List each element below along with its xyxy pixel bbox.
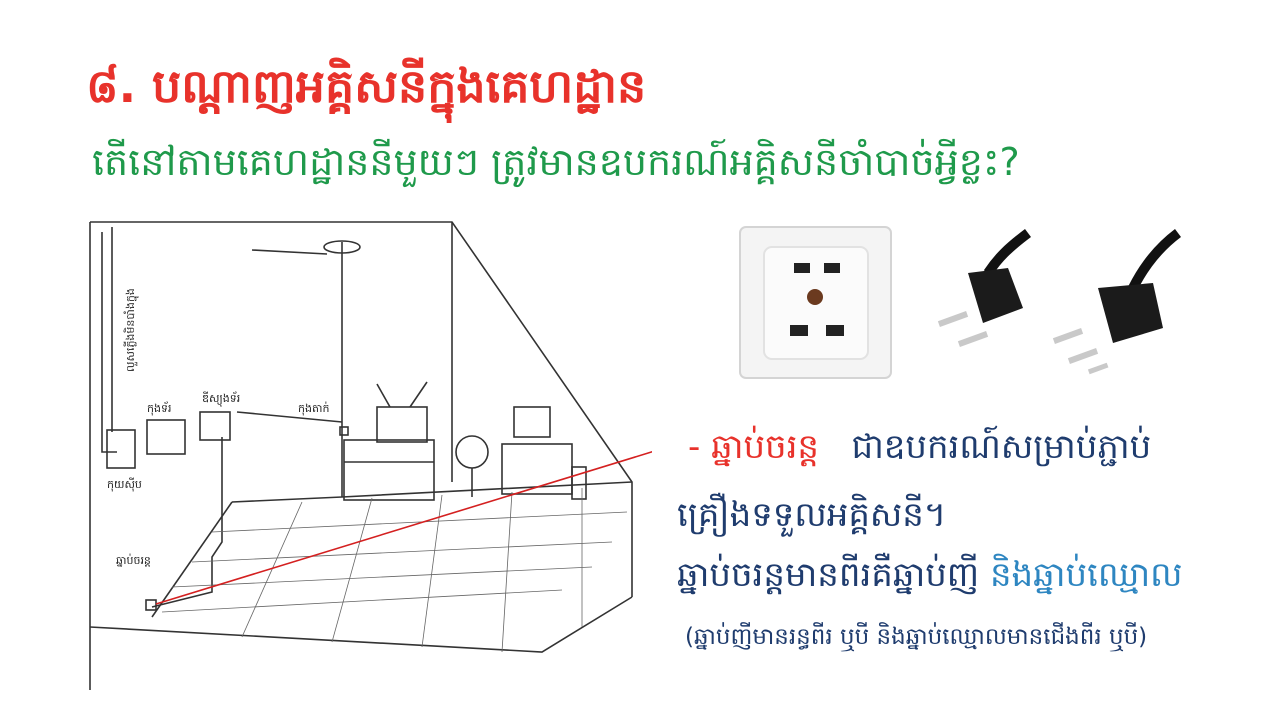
body-line-2: គ្រឿងទទួលអគ្គិសនី។ [677, 495, 947, 535]
label-fuse-box: កុយស៊ីប [107, 477, 142, 492]
term-outlet: ឆ្នាប់ចរន្ត [711, 427, 819, 467]
bullet-dash: - [688, 427, 712, 467]
outlet-pointer-arrow [155, 450, 652, 605]
house-wiring-diagram: លួសភ្លើងមិនបាំងក្នុង កុងទ័រ ឌីស្យុងទ័រ ក… [89, 221, 652, 690]
outlet-types-end: និងឆ្នាប់ឈ្មោល [989, 555, 1183, 595]
lesson-question: តើនៅតាមគេហដ្ឋាននីមួយៗ ត្រូវមានឧបករណ៍អគ្គ… [92, 140, 1020, 184]
label-wall-wire: លួសភ្លើងមិនបាំងក្នុង [123, 288, 139, 372]
body-line-3: ឆ្នាប់ចរន្តមានពីរគឺឆ្នាប់ញី និងឆ្នាប់ឈ្ម… [677, 553, 1183, 603]
lesson-title: ៨. បណ្ដាញអគ្គិសនីក្នុងគេហដ្ឋាន [86, 59, 647, 113]
label-outlet: ឆ្នាប់ចរន្ត [116, 553, 151, 567]
power-plugs-image [937, 229, 1182, 375]
label-light-switch: កុងតាក់ [298, 401, 329, 416]
wall-socket-image [739, 226, 892, 379]
body-line-1: - ឆ្នាប់ចរន្ត ជាឧបករណ៍សម្រាប់ភ្ជាប់ [688, 425, 1151, 475]
label-meter: កុងទ័រ [147, 401, 171, 416]
label-switch-box: ឌីស្យុងទ័រ [202, 391, 240, 407]
definition-start: ជាឧបករណ៍សម្រាប់ភ្ជាប់ [851, 427, 1152, 467]
body-line-4-note: (ឆ្នាប់ញីមានរន្ធពីរ ឬបី និងឆ្នាប់ឈ្មោលមា… [685, 624, 1148, 650]
outlet-types-start: ឆ្នាប់ចរន្តមានពីរគឺឆ្នាប់ញី [677, 555, 990, 595]
